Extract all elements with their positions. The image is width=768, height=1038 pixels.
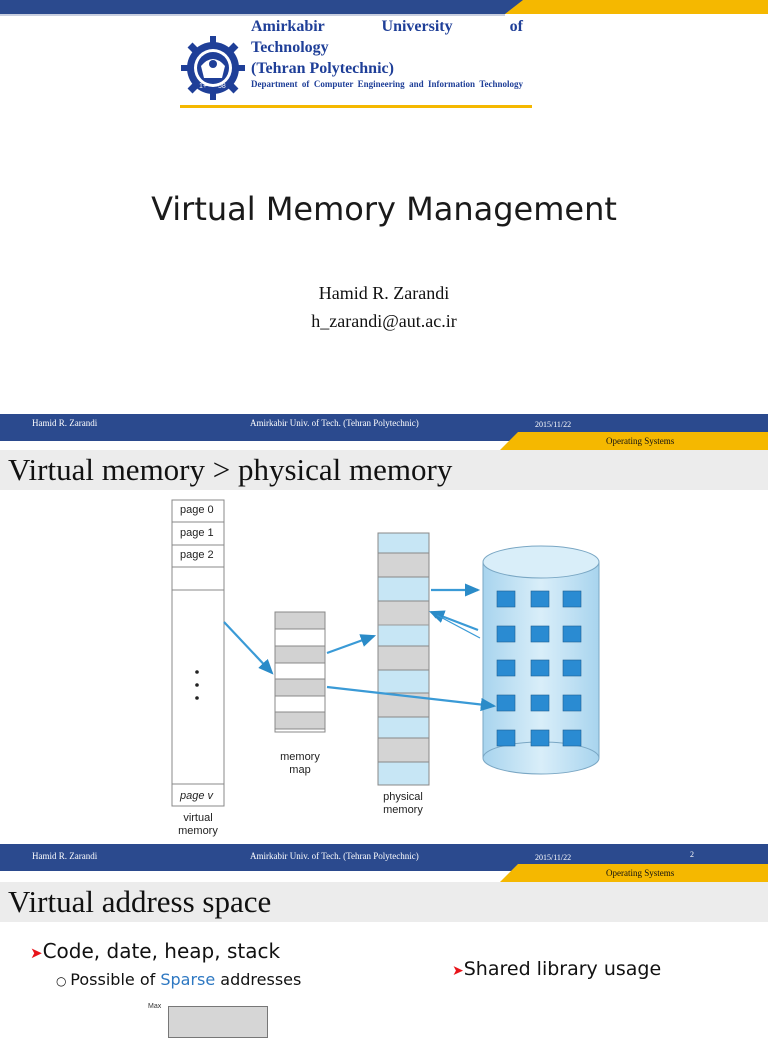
- footer-course: Operating Systems: [606, 436, 675, 446]
- physical-memory-label-1: physical: [383, 791, 423, 803]
- max-label: Max: [148, 1003, 162, 1010]
- slide-3: Virtual address space ➤Code, date, heap,…: [0, 882, 768, 1038]
- top-thin-line: [0, 14, 505, 16]
- footer-date: 2015/11/22: [535, 420, 572, 429]
- university-logo: 1+ 58: [178, 30, 248, 102]
- university-name-line2: Technology: [251, 39, 329, 56]
- virtual-memory-label-2: memory: [178, 825, 218, 837]
- footer-author: Hamid R. Zarandi: [32, 418, 98, 428]
- arrow-map-to-pm-1: [326, 634, 377, 655]
- bullet-text: Code, date, heap, stack: [42, 939, 281, 963]
- slide-2-title: Virtual memory > physical memory: [8, 452, 453, 487]
- arrow-disk-to-pm-1: [428, 610, 479, 632]
- university-name-line3: (Tehran Polytechnic): [251, 60, 394, 77]
- slide-1: 1+ 58 Amirkabir University of Technology…: [0, 0, 768, 410]
- slide-3-title: Virtual address space: [8, 884, 272, 919]
- bullet-code-date-heap-stack: ➤Code, date, heap, stack: [30, 939, 280, 963]
- footer-institution: Amirkabir Univ. of Tech. (Tehran Polytec…: [250, 418, 419, 428]
- slide-2: Virtual memory > physical memory: [0, 450, 768, 842]
- virtual-memory-column: [171, 499, 225, 807]
- bullet-arrow-icon: ➤: [30, 944, 43, 962]
- virtual-memory-label-1: virtual: [183, 812, 213, 824]
- virtual-memory-diagram: [171, 499, 600, 807]
- arrow-disk-to-pm-2: [429, 611, 481, 639]
- arrow-map-to-disk: [326, 685, 497, 712]
- footer-author: Hamid R. Zarandi: [32, 851, 98, 861]
- footer-institution: Amirkabir Univ. of Tech. (Tehran Polytec…: [250, 851, 419, 861]
- memory-map-label-2: map: [289, 764, 311, 776]
- presentation-title: Virtual Memory Management: [151, 190, 617, 228]
- physical-memory-column: [377, 532, 430, 786]
- footer-gold-bar: [500, 864, 768, 882]
- page-2-label: page 2: [180, 549, 214, 561]
- footer-page-number: 2: [690, 850, 694, 859]
- header-underline-gold: [180, 105, 532, 108]
- footer-course: Operating Systems: [606, 868, 675, 878]
- bullet-arrow-icon: ➤: [452, 963, 464, 979]
- sparse-highlight: Sparse: [160, 970, 216, 989]
- footer-gold-bar: [500, 432, 768, 450]
- disk-cylinder: [482, 545, 600, 775]
- page-0-label: page 0: [180, 504, 214, 516]
- address-space-box: [168, 1006, 268, 1038]
- memory-map-column: [274, 611, 326, 733]
- bullet-text: Shared library usage: [463, 958, 662, 980]
- page-v-label: page v: [180, 790, 214, 802]
- memory-map-label-1: memory: [280, 751, 320, 763]
- bullet-shared-library: ➤Shared library usage: [452, 958, 661, 980]
- footer-date: 2015/11/22: [535, 853, 572, 862]
- slide-3-title-bar: [0, 882, 768, 922]
- department-name: Department of Computer Engineering and I…: [251, 79, 523, 89]
- sub-bullet-sparse-addresses: ○ Possible of Sparse addresses: [56, 970, 302, 989]
- page-1-label: page 1: [180, 527, 214, 539]
- hollow-circle-icon: ○: [56, 974, 71, 988]
- footer-band-1: Hamid R. Zarandi Amirkabir Univ. of Tech…: [0, 410, 768, 450]
- slide-2-title-bar: [0, 450, 768, 490]
- footer-band-2: Hamid R. Zarandi Amirkabir Univ. of Tech…: [0, 842, 768, 882]
- university-name-line1: Amirkabir University of: [251, 18, 523, 35]
- top-gold-stripe: [505, 0, 768, 14]
- svg-text:58: 58: [218, 83, 226, 90]
- arrow-vm-to-map: [223, 621, 274, 675]
- physical-memory-label-2: memory: [383, 804, 423, 816]
- svg-text:1+: 1+: [199, 83, 207, 90]
- author-name: Hamid R. Zarandi: [318, 283, 450, 303]
- author-email[interactable]: h_zarandi@aut.ac.ir: [311, 311, 457, 331]
